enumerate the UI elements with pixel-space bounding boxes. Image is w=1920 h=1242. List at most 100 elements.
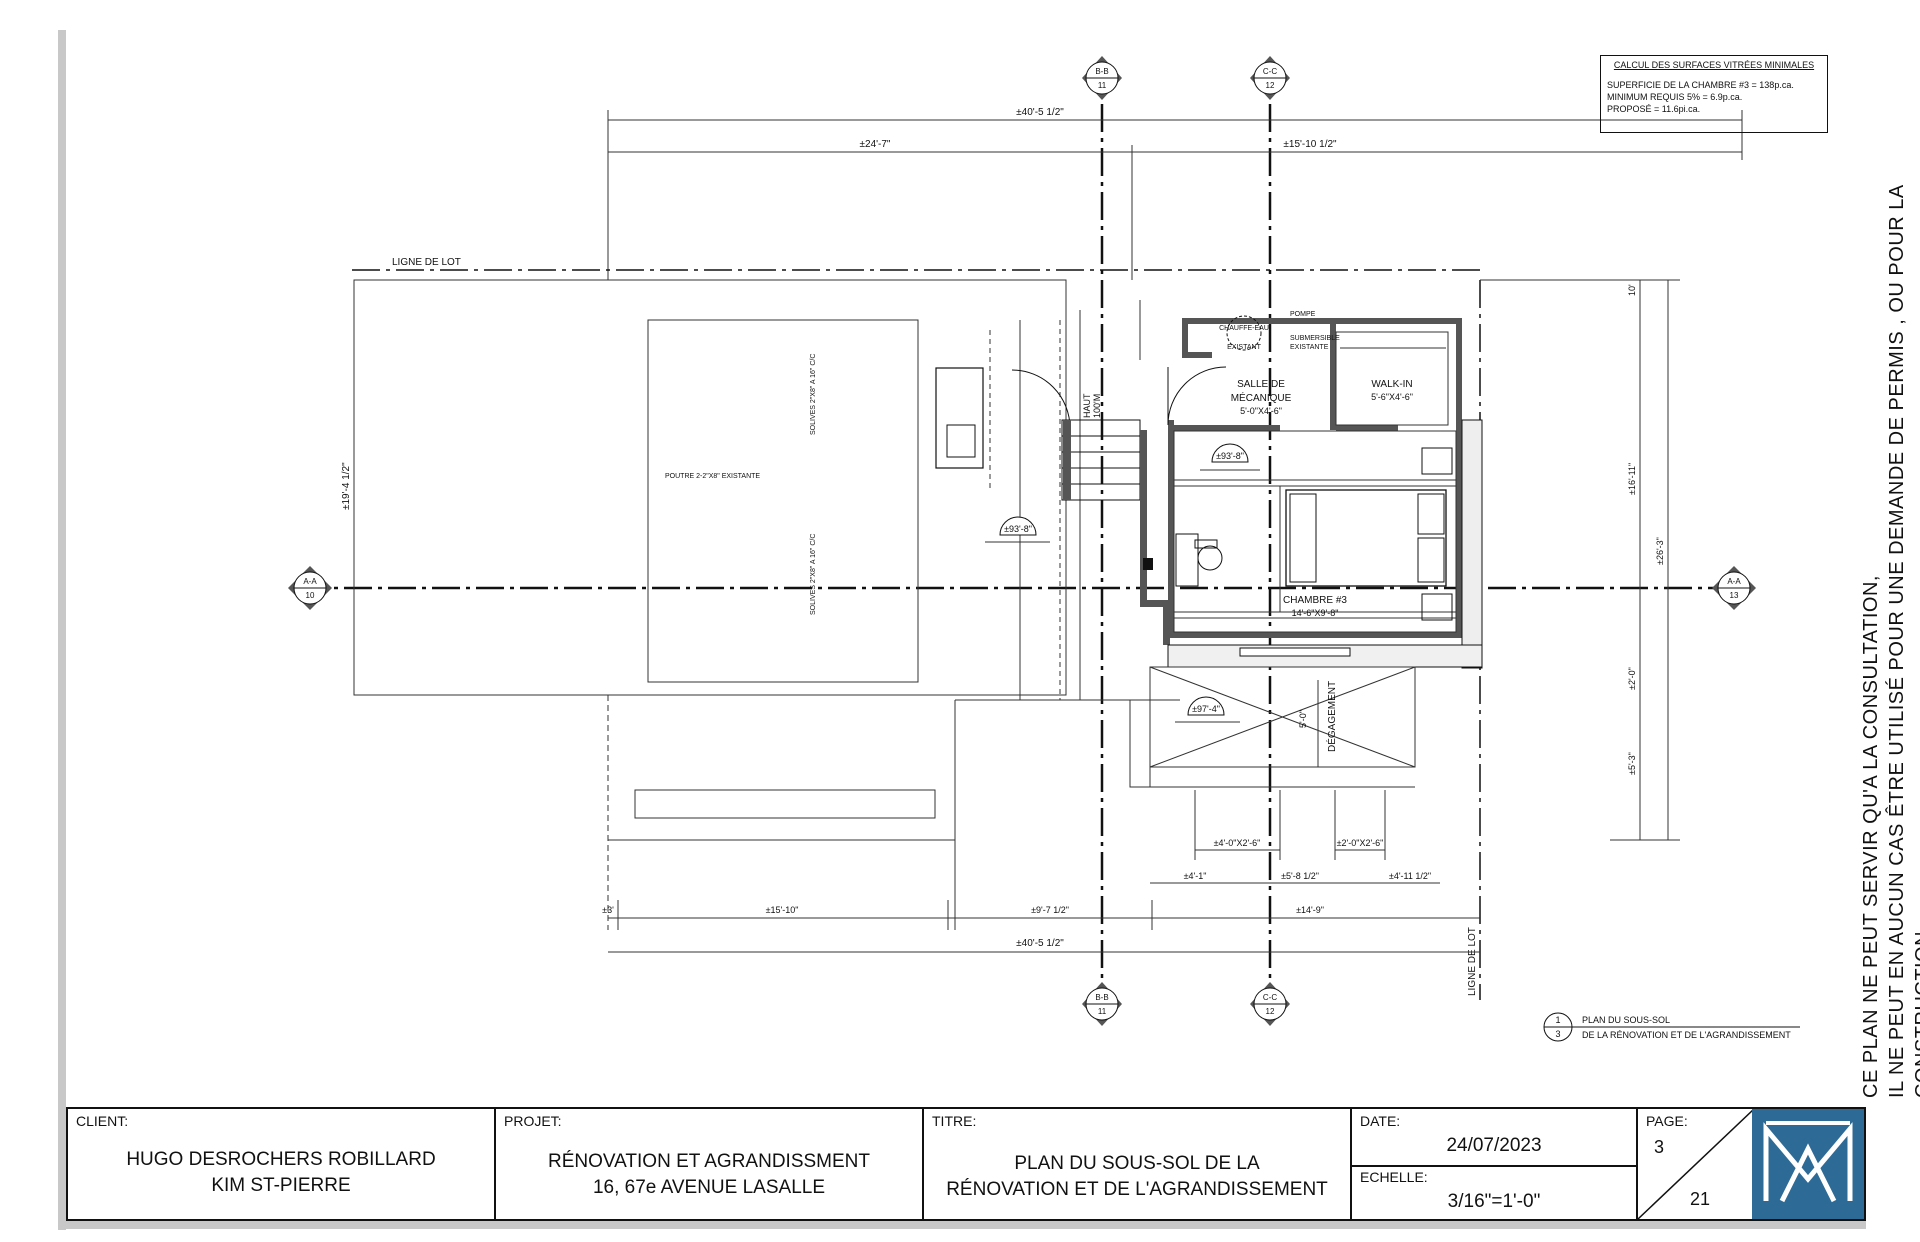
section-marker-bb-bottom: [1082, 982, 1122, 1026]
level-marker-1: [1200, 443, 1260, 471]
label-degagement: DÉGAGEMENT: [1325, 681, 1338, 752]
projet-line-2: 16, 67e AVENUE LASALLE: [592, 1177, 826, 1198]
label-solive-a: SOLIVES 2"X8" A 16" C/C: [810, 354, 817, 435]
projet-label: PROJET:: [504, 1113, 562, 1129]
foundation-hatch: [1461, 419, 1483, 669]
label-pompe: POMPE: [1290, 311, 1316, 318]
calc-line-1: SUPERFICIE DE LA CHAMBRE #3 = 138p.ca.: [1607, 80, 1794, 90]
view-title-sheet: 3: [1555, 1029, 1560, 1039]
aa-right-name: A-A: [1727, 577, 1741, 586]
date-cell: DATE: 24/07/2023 ECHELLE: 3/16"=1'-0": [1352, 1109, 1638, 1219]
label-solive-b: SOLIVES 2"X8" A 16" C/C: [810, 534, 817, 615]
view-title-num: 1: [1555, 1015, 1560, 1025]
label-poutre: POUTRE 2-2"X8" EXISTANTE: [665, 473, 760, 480]
view-title-line1: PLAN DU SOUS-SOL: [1582, 1015, 1670, 1025]
section-marker-cc-top: [1250, 56, 1290, 100]
view-title-bubble: [1543, 1012, 1800, 1042]
echelle-value: 3/16"=1'-0": [1447, 1191, 1541, 1212]
dim-win-5: ±2'-0"X2'-6": [1337, 838, 1384, 848]
dim-bottom-a: ±3': [602, 905, 614, 915]
projet-line-1: RÉNOVATION ET AGRANDISSMENT: [548, 1151, 870, 1172]
label-haut: HAUT: [1082, 393, 1092, 418]
bb-top-sheet: 11: [1098, 81, 1107, 90]
page-total: 21: [1690, 1189, 1711, 1209]
dim-left-height: ±19'-4 1/2": [341, 462, 352, 510]
company-logo: [1752, 1109, 1864, 1219]
dim-right-e: ±5'-3": [1627, 752, 1637, 775]
sheet-margin-bar: [58, 30, 66, 1230]
room-chambre-dim: 14'-6"X9'-8": [1292, 608, 1339, 618]
cc-top-sheet: 12: [1266, 81, 1275, 90]
level-3-text: ±97'-4": [1192, 704, 1220, 714]
logo-mark-icon: [1763, 1121, 1853, 1203]
projet-cell: PROJET: RÉNOVATION ET AGRANDISSMENT 16, …: [496, 1109, 924, 1219]
date-label: DATE:: [1360, 1113, 1401, 1129]
aa-right-sheet: 13: [1730, 591, 1739, 600]
dim-win-1: ±4'-1": [1184, 871, 1207, 881]
bb-top-name: B-B: [1095, 67, 1108, 76]
lot-line-label-vertical: LIGNE DE LOT: [1467, 927, 1478, 996]
room-salle-mecanique-dim: 5'-0"X4'-6": [1240, 406, 1282, 416]
dim-right-d: ±2'-0": [1627, 667, 1637, 690]
label-haut-dim: 100'M: [1092, 394, 1102, 418]
titre-label: TITRE:: [932, 1113, 977, 1129]
section-marker-aa-left: [288, 566, 332, 610]
view-title-line2: DE LA RÉNOVATION ET DE L'AGRANDISSEMENT: [1582, 1030, 1791, 1040]
room-chambre: CHAMBRE #3: [1283, 595, 1347, 606]
dim-right-c: ±26'-3": [1655, 537, 1665, 565]
page-slash: [1638, 1109, 1754, 1219]
sheet-bottom-bar: [58, 1221, 1866, 1229]
titre-line-2: RÉNOVATION ET DE L'AGRANDISSEMENT: [946, 1179, 1328, 1200]
room-salle-mecanique-2: MÉCANIQUE: [1231, 391, 1292, 404]
disclaimer-line-2: IL NE PEUT EN AUCUN CAS ÊTRE UTILISÉ POU…: [1886, 185, 1920, 1098]
page-cell: PAGE: 3 21: [1638, 1109, 1754, 1219]
page-number: 3: [1654, 1137, 1665, 1157]
calc-line-2: MINIMUM REQUIS 5% = 6.9p.ca.: [1607, 92, 1743, 102]
room-salle-mecanique: SALLE DE: [1237, 379, 1285, 390]
label-chauffe: CHAUFFE-EAU: [1219, 325, 1269, 332]
echelle-label: ECHELLE:: [1360, 1169, 1428, 1185]
level-marker-2: [985, 516, 1050, 543]
lot-line-label: LIGNE DE LOT: [392, 257, 461, 268]
room-walkin-dim: 5'-6"X4'-6": [1371, 392, 1413, 402]
bottom-dimension-lines: [608, 900, 1480, 953]
cc-bottom-sheet: 12: [1266, 1007, 1275, 1016]
bb-bottom-sheet: 11: [1098, 1007, 1107, 1016]
section-marker-bb-top: [1082, 56, 1122, 100]
dim-win-4: ±4'-0"X2'-6": [1214, 838, 1261, 848]
client-label: CLIENT:: [76, 1113, 129, 1129]
calc-title: CALCUL DES SURFACES VITRÉES MINIMALES: [1613, 60, 1815, 70]
aa-left-sheet: 10: [306, 591, 315, 600]
room-walkin: WALK-IN: [1371, 379, 1412, 390]
glazing-calculation-box: CALCUL DES SURFACES VITRÉES MINIMALES SU…: [1600, 55, 1828, 133]
dim-bottom-b: ±15'-10": [766, 905, 799, 915]
dim-top-right: ±15'-10 1/2": [1283, 139, 1337, 150]
titre-line-1: PLAN DU SOUS-SOL DE LA: [1014, 1153, 1260, 1174]
right-dimension-lines: [1480, 279, 1680, 841]
level-marker-3: [1175, 696, 1240, 723]
addition-walls: [1167, 318, 1483, 669]
dim-top-left: ±24'-7": [860, 139, 891, 150]
window-dim-lines: [1150, 790, 1440, 884]
dim-right-a: 10': [1627, 284, 1637, 296]
client-name-2: KIM ST-PIERRE: [211, 1175, 351, 1196]
aa-left-name: A-A: [303, 577, 317, 586]
porch-area: [1129, 666, 1416, 788]
bb-bottom-name: B-B: [1095, 993, 1108, 1002]
top-dimension-lines: [607, 110, 1743, 280]
page-label: PAGE:: [1646, 1113, 1688, 1129]
calc-line-3: PROPOSÉ = 11.6pi.ca.: [1607, 104, 1701, 114]
cc-bottom-name: C-C: [1263, 993, 1277, 1002]
level-1-text: ±93'-8": [1216, 451, 1244, 461]
label-pompe-3: EXISTANTE: [1290, 344, 1329, 351]
level-2-text: ±93'-8": [1004, 524, 1032, 534]
disclaimer-note: CE PLAN NE PEUT SERVIR QU'A LA CONSULTAT…: [1858, 48, 1920, 1098]
existing-house-outline: [353, 279, 1180, 930]
dim-overall-bottom: ±40'-5 1/2": [1016, 938, 1064, 949]
client-cell: CLIENT: HUGO DESROCHERS ROBILLARD KIM ST…: [68, 1109, 496, 1219]
title-block: CLIENT: HUGO DESROCHERS ROBILLARD KIM ST…: [66, 1107, 1866, 1221]
label-degagement-dim: 5'-0": [1298, 710, 1308, 728]
label-pompe-2: SUBMERSIBLE: [1290, 335, 1340, 342]
dim-right-b: ±16'-11": [1627, 463, 1637, 495]
